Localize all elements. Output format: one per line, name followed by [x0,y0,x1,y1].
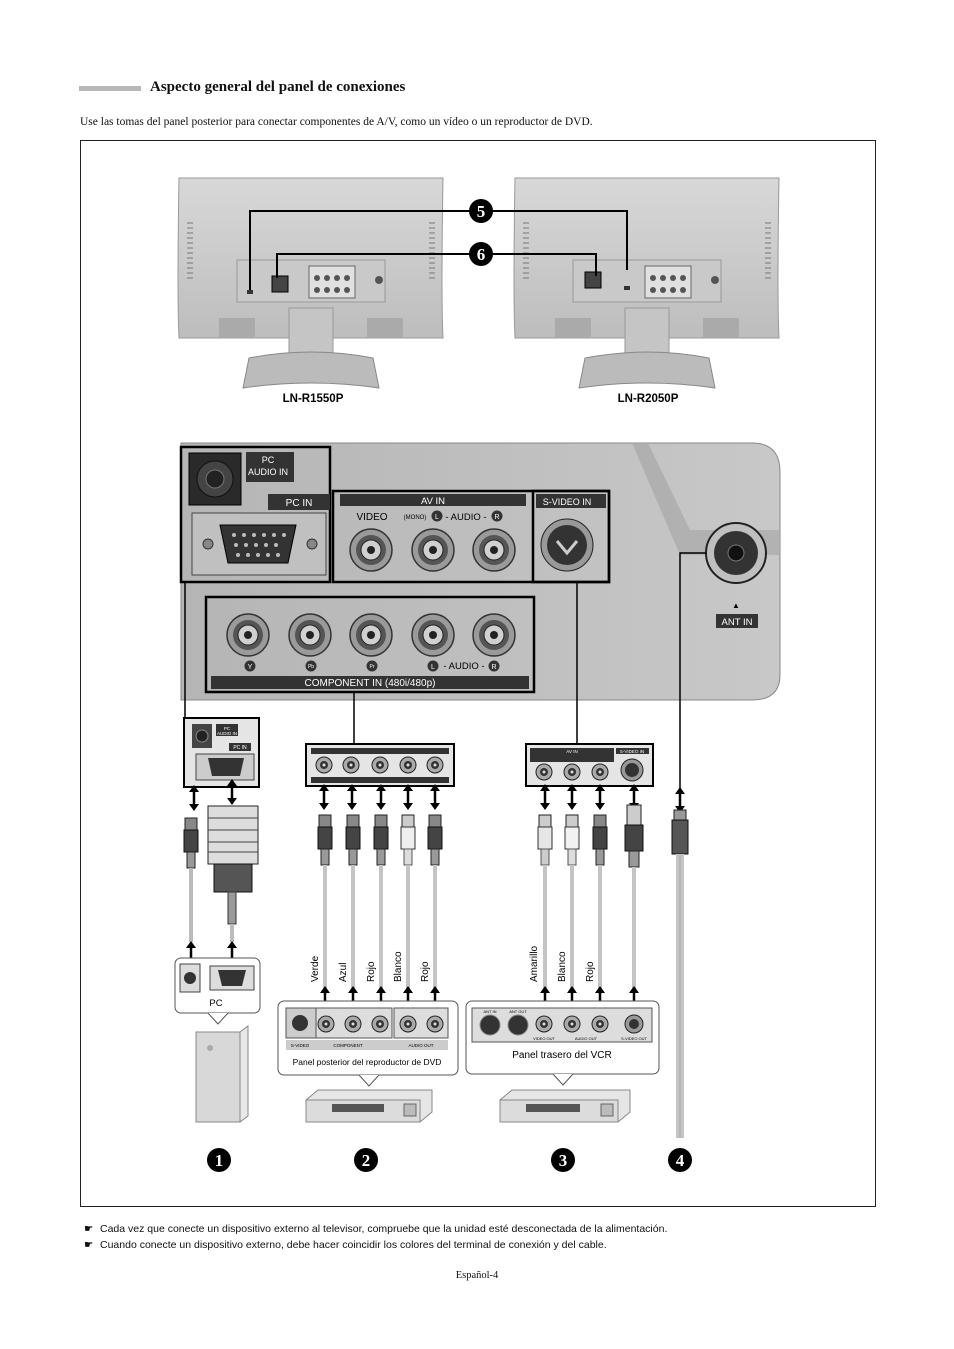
note-item: ☛Cuando conecte un dispositivo externo, … [84,1239,607,1251]
av-audio-l-jack [411,528,455,572]
callout-5: 5 [469,199,493,223]
svg-text:COMPONENT: COMPONENT [333,1043,363,1048]
av-audio-r-jack [472,528,516,572]
tv-rear-ln-r1550p [177,177,444,389]
callout-lines-top [249,210,628,290]
svg-text:Pr: Pr [370,664,375,670]
component-in-label: COMPONENT IN (480i/480p) [305,678,436,689]
svg-text:Rojo: Rojo [585,961,596,982]
s-video-in-label: S-VIDEO IN [543,497,592,507]
svg-text:4: 4 [676,1151,685,1170]
svg-text:S-VIDEO IN: S-VIDEO IN [620,749,644,754]
pc-label: PC [209,998,222,1009]
svg-text:Blanco: Blanco [393,951,404,982]
svg-text:5: 5 [477,202,486,221]
svg-text:AUDIO IN: AUDIO IN [248,467,288,477]
svg-text:1: 1 [215,1151,224,1170]
model-label-2050: LN-R2050P [618,393,679,405]
svg-text:Blanco: Blanco [557,951,568,982]
av-video-jack [349,528,393,572]
vcr-cable-colors: Amarillo Blanco Rojo [529,945,596,982]
svg-text:R: R [494,514,499,521]
pc-tower-icon [195,1025,249,1123]
intro-text: Use las tomas del panel posterior para c… [80,116,593,128]
dvd-player-icon [305,1089,433,1123]
vcr-icon [499,1089,631,1123]
callout-1: 1 [207,1148,231,1172]
model-label-1550: LN-R1550P [283,393,344,405]
av-in-label: AV IN [421,496,445,507]
antenna-connection-group [671,785,689,1138]
svg-text:Y: Y [248,664,253,671]
note-item: ☛Cada vez que conecte un dispositivo ext… [84,1223,668,1235]
svg-text:S-VIDEO: S-VIDEO [291,1043,310,1048]
svg-text:3: 3 [559,1151,568,1170]
svg-text:PC IN: PC IN [233,745,247,751]
svg-text:PC: PC [224,726,231,731]
pointing-hand-icon: ☛ [84,1239,94,1251]
leader-lines [184,552,706,800]
svg-text:- AUDIO -: - AUDIO - [445,512,486,523]
svg-text:Azul: Azul [338,963,349,982]
power-port-icon [271,275,289,293]
dvd-arrows-top [317,782,442,812]
pc-in-label: PC IN [286,498,313,509]
svg-text:▲: ▲ [732,601,740,610]
svg-text:AUDIO IN: AUDIO IN [217,731,237,736]
diagram-frame [80,140,876,1207]
svg-text:Verde: Verde [310,955,321,982]
svg-text:6: 6 [477,245,486,264]
svg-text:S-VIDEO OUT: S-VIDEO OUT [621,1036,648,1041]
svg-text:L: L [435,514,439,521]
svg-text:VIDEO OUT: VIDEO OUT [533,1036,556,1041]
svg-text:Pb: Pb [308,664,314,670]
power-port-icon [584,271,602,289]
ant-in-label: ANT IN [722,617,753,628]
tv-rear-ln-r2050p [513,177,780,389]
svg-text:AV IN: AV IN [566,749,577,754]
dvd-panel-label: Panel posterior del reproductor de DVD [293,1057,442,1067]
vcr-panel-label: Panel trasero del VCR [512,1050,612,1061]
page-footer: Español-4 [455,1270,499,1281]
callout-3: 3 [551,1148,575,1172]
callout-6: 6 [469,242,493,266]
header-rule [79,86,141,91]
svg-text:Rojo: Rojo [366,961,377,982]
connection-panel: PC AUDIO IN PC IN AV IN VIDEO (MONO) L -… [179,442,781,701]
section-title: Aspecto general del panel de conexiones [150,79,406,95]
callout-4: 4 [668,1148,692,1172]
svg-text:PC: PC [262,455,275,465]
svg-text:AUDIO OUT: AUDIO OUT [408,1043,433,1048]
svg-text:(MONO): (MONO) [404,515,427,521]
svg-text:Amarillo: Amarillo [529,945,540,982]
callout-2: 2 [354,1148,378,1172]
svg-text:R: R [491,664,496,671]
svg-text:2: 2 [362,1151,371,1170]
pointing-hand-icon: ☛ [84,1223,94,1235]
svg-text:AUDIO OUT: AUDIO OUT [575,1036,598,1041]
svg-text:L: L [431,664,435,671]
dvd-cable-colors: Verde Azul Rojo Blanco Rojo [310,951,431,982]
svg-text:VIDEO: VIDEO [356,512,387,523]
svg-text:Rojo: Rojo [420,961,431,982]
svg-text:ANT OUT: ANT OUT [509,1009,527,1014]
pc-connection-group: PC AUDIO IN PC IN PC [174,717,261,1123]
svg-text:ANT IN: ANT IN [483,1009,496,1014]
vcr-connection-group: AV IN S-VIDEO IN Amarillo B [465,743,660,1123]
notes: ☛Cada vez que conecte un dispositivo ext… [84,1221,667,1253]
svg-text:- AUDIO -: - AUDIO - [443,661,484,672]
dvd-connection-group: Verde Azul Rojo Blanco Rojo S-VIDEO COMP… [277,743,459,1123]
